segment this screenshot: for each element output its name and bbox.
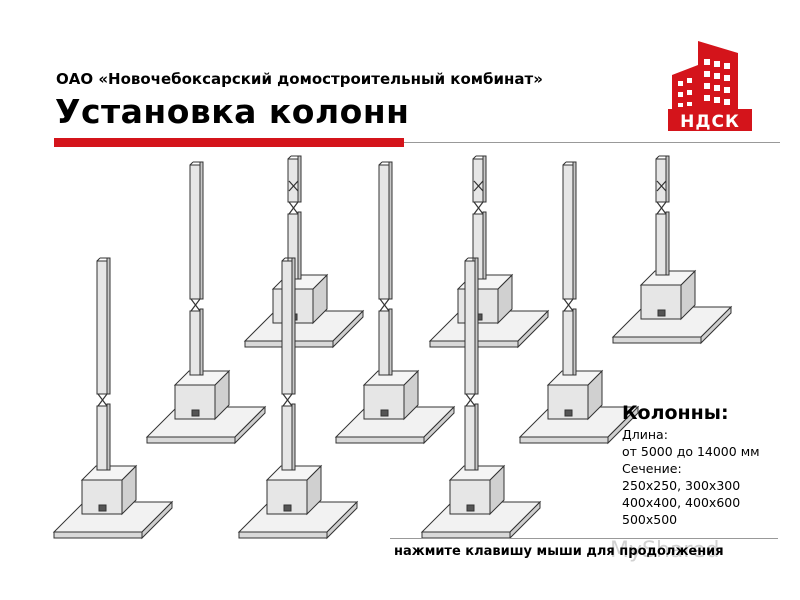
- info-length-label: Длина:: [622, 427, 668, 442]
- title-underline-bar: [54, 138, 404, 147]
- column-unit: [243, 155, 365, 349]
- company-logo: [668, 41, 752, 131]
- column-unit: [334, 161, 456, 445]
- column-unit: [518, 161, 640, 445]
- continue-hint[interactable]: нажмите клавишу мыши для продолжения: [394, 544, 724, 559]
- info-section-value-1: 250х250, 300х300: [622, 478, 741, 493]
- info-section-value-2: 400х400, 400х600: [622, 495, 741, 510]
- watermark: MyShared: [610, 538, 720, 563]
- column-unit: [52, 257, 174, 540]
- footer-divider: [390, 538, 778, 539]
- info-section-label: Сечение:: [622, 461, 682, 476]
- column-unit: [420, 257, 542, 540]
- logo-text: НДСК: [680, 112, 740, 132]
- column-unit: [428, 155, 550, 349]
- column-unit: [611, 155, 733, 345]
- page-title: Установка колонн: [55, 92, 410, 131]
- header-divider: [404, 142, 780, 143]
- column-unit: [145, 161, 267, 445]
- info-heading: Колонны:: [622, 402, 729, 424]
- column-unit: [237, 257, 359, 540]
- info-length-value: от 5000 до 14000 мм: [622, 444, 760, 459]
- columns-info: Колонны: Длина: от 5000 до 14000 мм Сече…: [622, 402, 760, 528]
- info-section-value-3: 500х500: [622, 512, 678, 527]
- company-name: ОАО «Новочебоксарский домостроительный к…: [56, 70, 543, 88]
